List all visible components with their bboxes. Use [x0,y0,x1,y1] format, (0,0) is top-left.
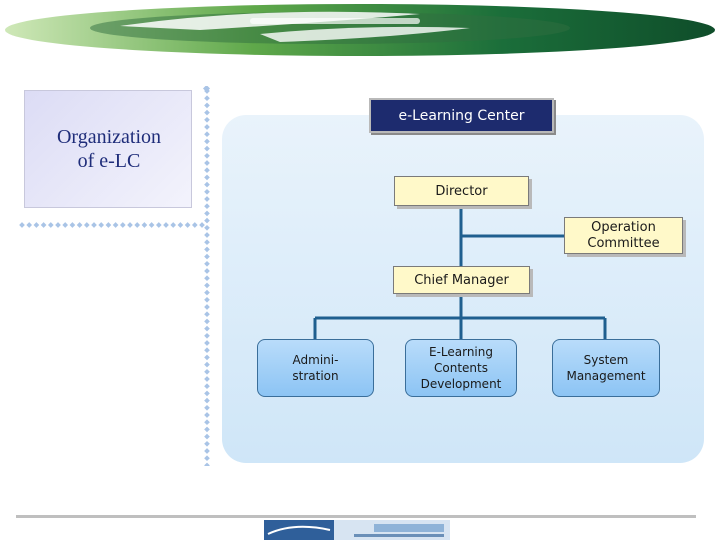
committee-node: Operation Committee [564,217,683,254]
department-node: Admini- stration [257,339,374,397]
director-node: Director [394,176,529,206]
footer-logo [264,520,450,540]
department-node: System Management [552,339,660,397]
header-banner [5,4,715,56]
root-node: e-Learning Center [369,98,554,133]
horizontal-dotted-divider [19,222,205,228]
footer-divider [16,515,696,518]
vertical-dotted-divider [203,86,211,466]
chief-manager-node: Chief Manager [393,266,530,294]
title-box: Organization of e-LC [24,90,192,208]
department-node: E-Learning Contents Development [405,339,517,397]
page-title: Organization of e-LC [56,126,162,172]
